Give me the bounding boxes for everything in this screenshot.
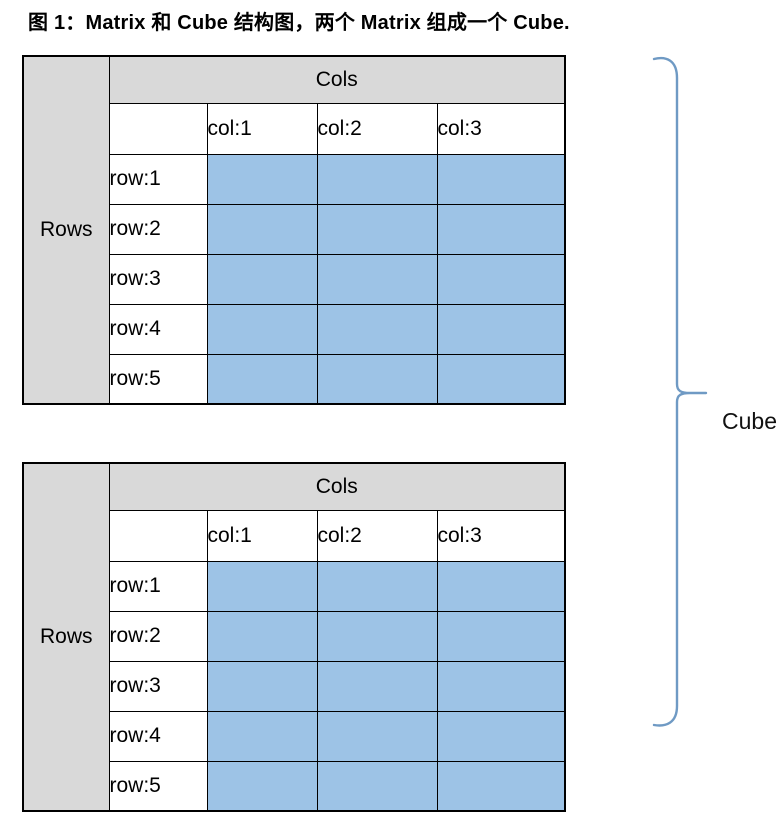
row-label-cell: row:3 (108, 660, 208, 712)
row-label-cell: row:2 (108, 203, 208, 255)
rows-axis-header: Rows (22, 462, 110, 812)
matrix-data-cell (316, 660, 438, 712)
matrix-data-cell (206, 303, 318, 355)
matrix-data-cell (206, 560, 318, 612)
matrix-data-cell (206, 253, 318, 305)
col-label-cell: col:3 (436, 102, 566, 155)
matrix-data-cell (206, 153, 318, 205)
matrix-data-cell (206, 710, 318, 762)
matrix-row: row:2 (23, 203, 566, 255)
matrix-row: row:3 (23, 253, 566, 305)
row-label-cell: row:5 (108, 760, 208, 812)
corner-cell (108, 102, 208, 155)
row-label-cell: row:1 (108, 153, 208, 205)
matrix-data-cell (316, 610, 438, 662)
matrix-data-cell (316, 253, 438, 305)
row-label-cell: row:3 (108, 253, 208, 305)
matrix-data-cell (206, 203, 318, 255)
row-label-cell: row:4 (108, 710, 208, 762)
matrix-data-cell (436, 153, 566, 205)
matrix-data-cell (316, 710, 438, 762)
matrix-data-cell (206, 660, 318, 712)
matrix-data-cell (316, 303, 438, 355)
matrix-data-cell (436, 353, 566, 405)
row-label-cell: row:4 (108, 303, 208, 355)
matrix-data-cell (206, 760, 318, 812)
matrix-row: row:4 (23, 710, 566, 762)
col-label-cell: col:1 (206, 102, 318, 155)
matrix-data-cell (436, 610, 566, 662)
matrix-data-cell (436, 660, 566, 712)
matrix-row: row:1 (23, 153, 566, 205)
matrix-data-cell (206, 353, 318, 405)
row-label-cell: row:1 (108, 560, 208, 612)
matrix-data-cell (436, 253, 566, 305)
matrix-row: row:3 (23, 660, 566, 712)
matrix-data-cell (436, 303, 566, 355)
matrix-row: row:2 (23, 610, 566, 662)
matrix-data-cell (316, 560, 438, 612)
matrix-data-cell (436, 560, 566, 612)
figure-caption: 图 1：Matrix 和 Cube 结构图，两个 Matrix 组成一个 Cub… (28, 12, 570, 34)
matrix-data-cell (436, 710, 566, 762)
rows-axis-header: Rows (22, 55, 110, 405)
matrix-row: row:4 (23, 303, 566, 355)
matrix-data-cell (206, 610, 318, 662)
matrix-row: row:1 (23, 560, 566, 612)
col-label-cell: col:3 (436, 509, 566, 562)
matrix-data-cell (316, 760, 438, 812)
cols-axis-header: Cols (108, 55, 566, 104)
corner-cell (108, 509, 208, 562)
matrix-data-cell (316, 153, 438, 205)
col-label-cell: col:1 (206, 509, 318, 562)
row-label-cell: row:2 (108, 610, 208, 662)
matrix-row: row:5 (23, 353, 566, 405)
cube-label: Cube (722, 408, 777, 434)
matrix-data-cell (316, 353, 438, 405)
matrix-data-cell (316, 203, 438, 255)
matrix-data-cell (436, 760, 566, 812)
row-label-cell: row:5 (108, 353, 208, 405)
col-label-cell: col:2 (316, 509, 438, 562)
col-label-cell: col:2 (316, 102, 438, 155)
matrix-data-cell (436, 203, 566, 255)
cols-axis-header: Cols (108, 462, 566, 511)
matrix-row: row:5 (23, 760, 566, 812)
